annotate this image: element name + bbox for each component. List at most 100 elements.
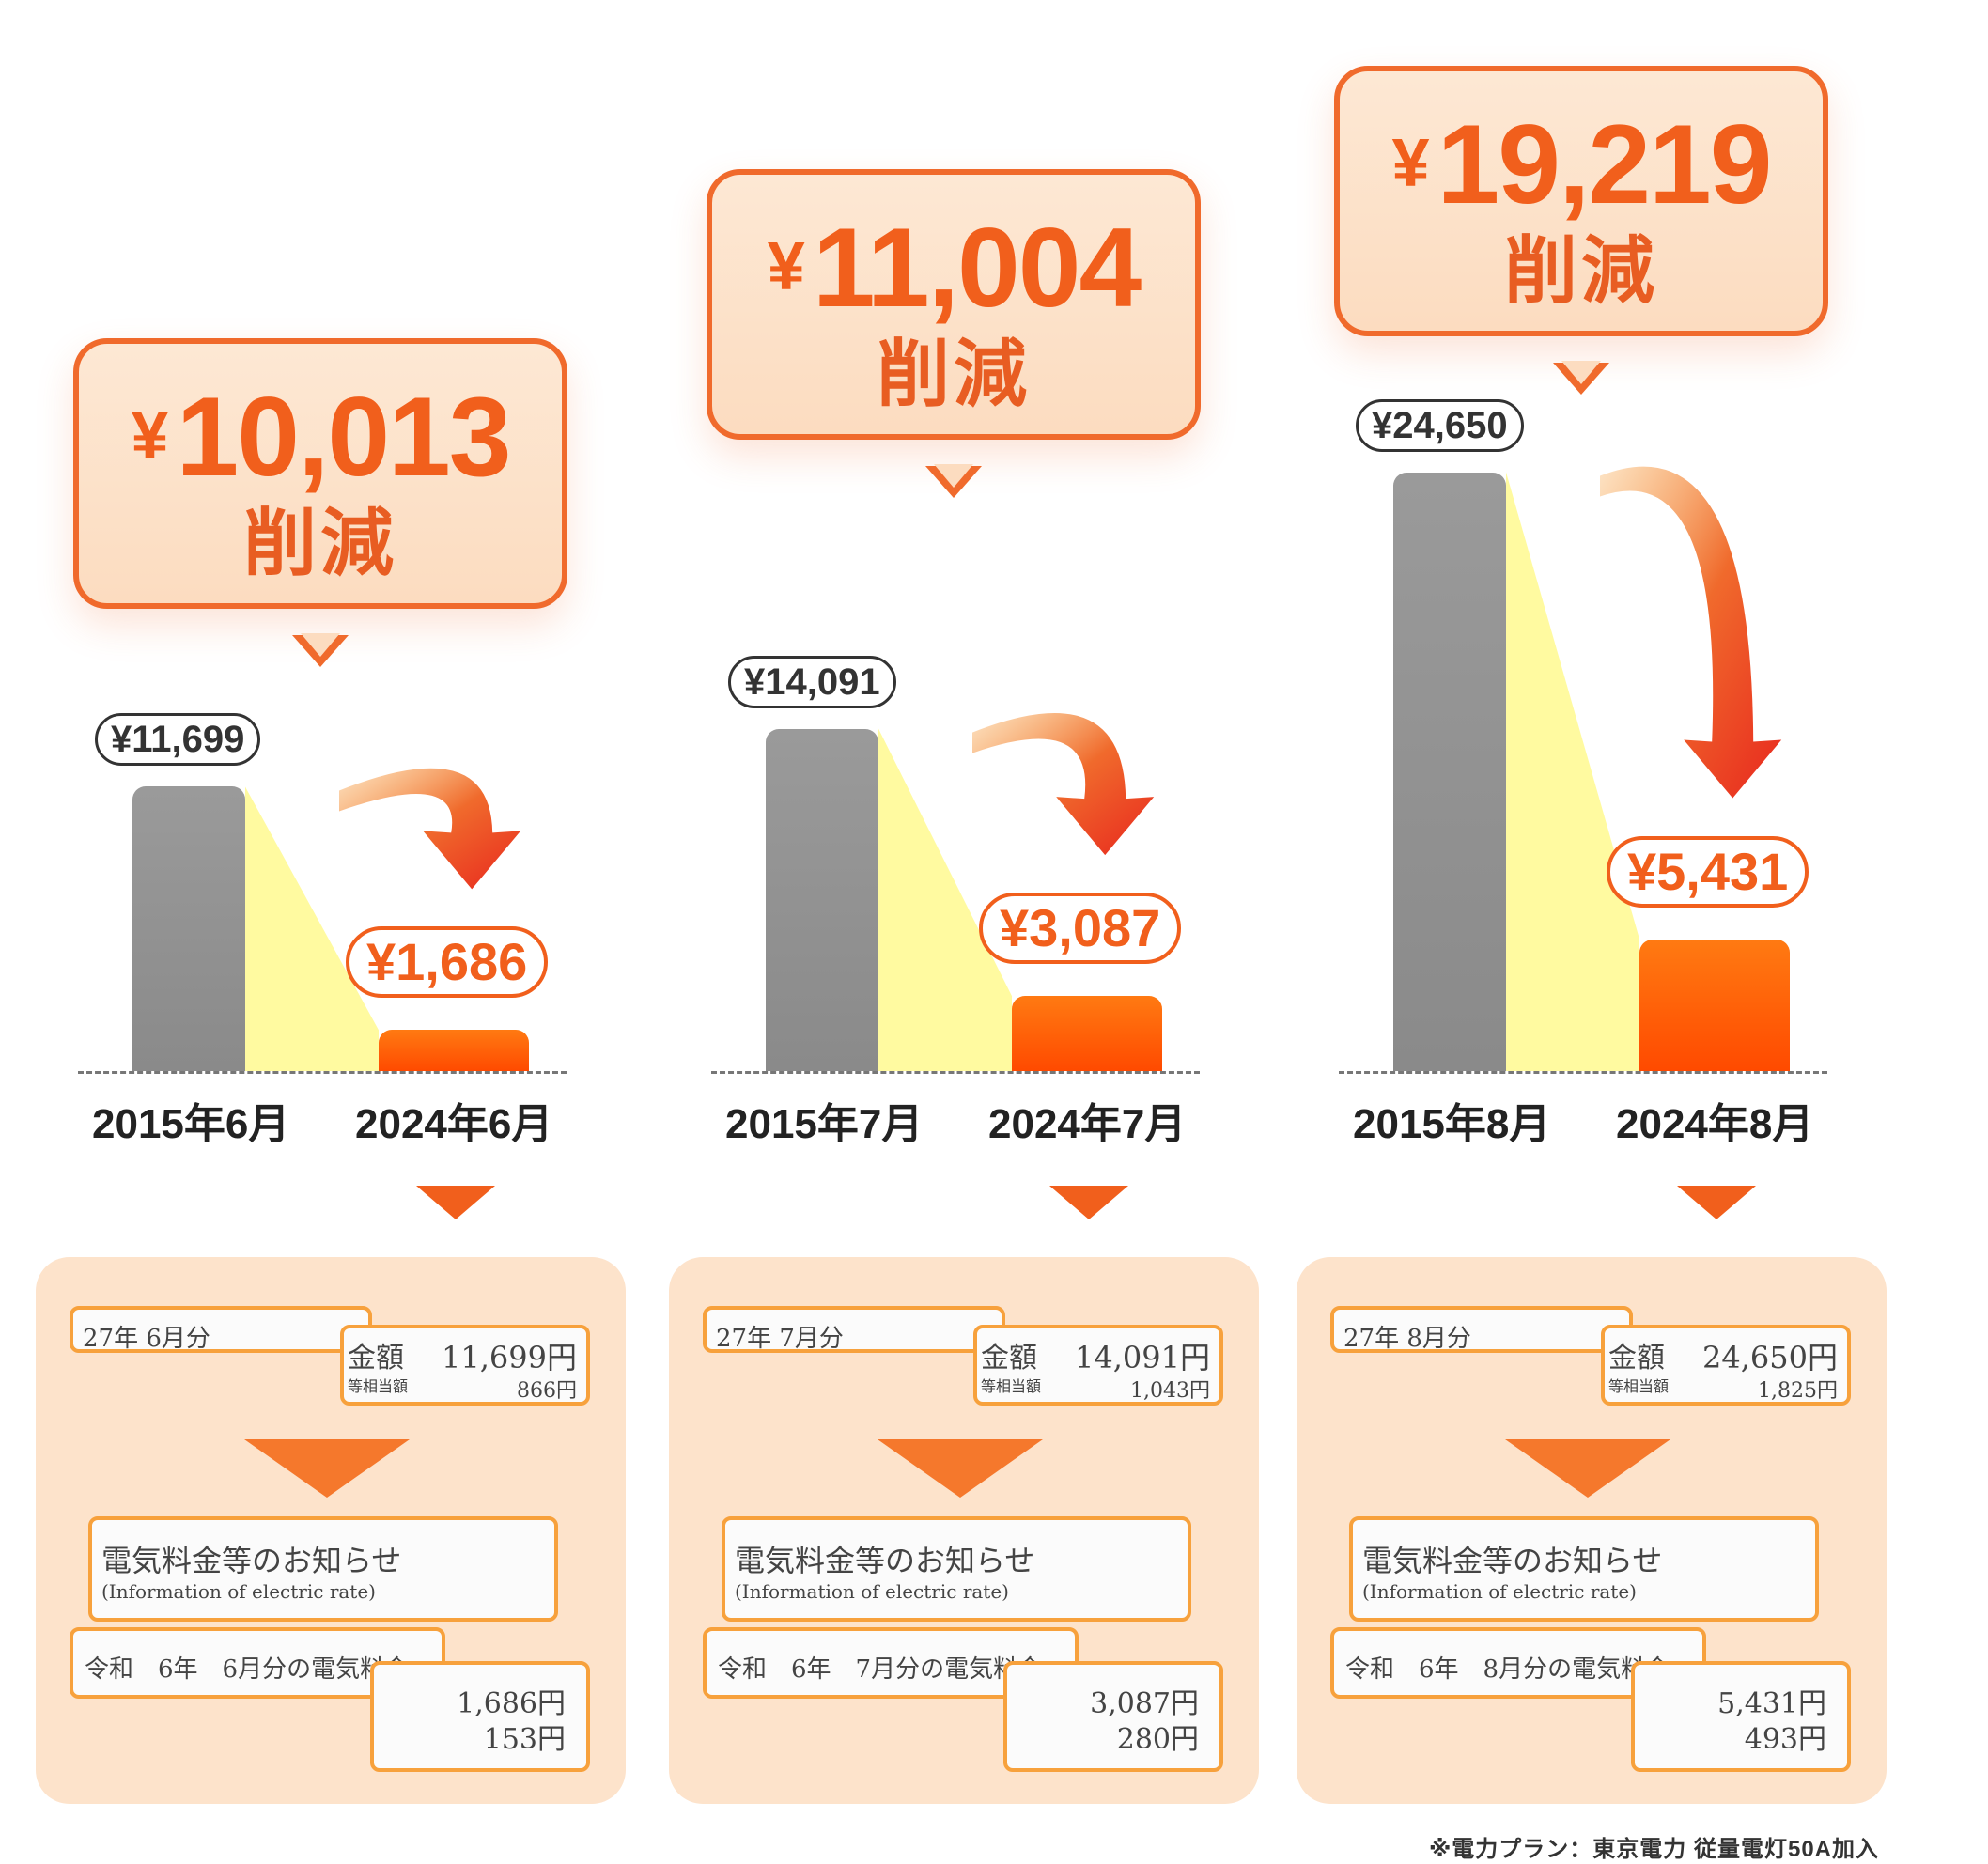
old-bill-header: 27年 7月分 — [703, 1306, 1005, 1353]
notice-period-text: 令和 6年 7月分の電気料金 — [718, 1655, 1043, 1684]
decrease-arrow-icon — [1600, 466, 1782, 799]
period-label: 2024年6月 — [355, 1101, 553, 1147]
period-label: 2015年7月 — [725, 1101, 924, 1147]
old-bill-sublabel: 等相当額 — [981, 1377, 1042, 1395]
baseline — [78, 1071, 567, 1074]
down-triangle-icon — [244, 1439, 410, 1498]
savings-label: 削減 — [242, 502, 397, 584]
new-bill-tax: 153円 — [483, 1723, 566, 1756]
old-bill-amount: 金額等相当額 14,091円 1,043円 — [973, 1325, 1223, 1406]
old-bill-total: 14,091円 — [1075, 1340, 1210, 1375]
notice-subtitle: (Information of electric rate) — [101, 1580, 376, 1603]
baseline — [711, 1071, 1200, 1074]
bar-2024 — [1012, 996, 1162, 1071]
new-bill-total: 5,431円 — [1717, 1687, 1826, 1720]
old-bill-header: 27年 6月分 — [70, 1306, 372, 1353]
decrease-arrow-icon — [339, 768, 521, 890]
bubble-tail-inner — [1561, 361, 1601, 384]
notice-subtitle: (Information of electric rate) — [735, 1580, 1009, 1603]
notice-title: 電気料金等のお知らせ — [101, 1543, 402, 1578]
down-triangle-icon — [1049, 1186, 1128, 1219]
notice-title: 電気料金等のお知らせ — [1362, 1543, 1663, 1578]
reduction-shade — [1506, 472, 1639, 1071]
old-bill-header: 27年 8月分 — [1330, 1306, 1633, 1353]
old-bill-date: 27年 7月分 — [716, 1325, 844, 1353]
bar-2024 — [1639, 939, 1790, 1071]
reduction-shade — [245, 786, 379, 1071]
receipt-card: 27年 6月分金額等相当額 11,699円 866円電気料金等のお知らせ(Infor… — [36, 1257, 626, 1804]
bar-2015 — [766, 728, 878, 1071]
savings-amount: ¥11,004 — [712, 210, 1195, 324]
old-bill-label: 金額 — [1608, 1342, 1665, 1375]
old-bill-sublabel: 等相当額 — [1608, 1377, 1670, 1395]
currency-symbol: ¥ — [131, 398, 168, 474]
baseline — [1339, 1071, 1827, 1074]
footnote: ※電力プラン：東京電力 従量電灯50A加入 — [1428, 1837, 1879, 1862]
notice-period: 令和 6年 7月分の電気料金 — [703, 1627, 1079, 1699]
period-label: 2015年8月 — [1353, 1101, 1551, 1147]
period-label: 2015年6月 — [92, 1101, 290, 1147]
period-label: 2024年7月 — [988, 1101, 1187, 1147]
currency-symbol: ¥ — [1391, 126, 1429, 201]
chart-decor — [1506, 466, 1782, 1071]
receipt-card: 27年 7月分金額等相当額 14,091円 1,043円電気料金等のお知らせ(Inf… — [669, 1257, 1259, 1804]
bar-2024 — [379, 1030, 529, 1071]
savings-value: 11,004 — [812, 205, 1142, 331]
notice-period-text: 令和 6年 8月分の電気料金 — [1345, 1655, 1670, 1684]
savings-value: 19,219 — [1437, 101, 1773, 227]
receipt-card: 27年 8月分金額等相当額 24,650円 1,825円電気料金等のお知らせ(Inf… — [1297, 1257, 1887, 1804]
old-bill-tax: 1,825円 — [1758, 1379, 1838, 1403]
old-bill-date: 27年 8月分 — [1343, 1325, 1471, 1353]
old-bill-label: 金額 — [981, 1342, 1037, 1375]
notice-box: 電気料金等のお知らせ(Information of electric rate) — [88, 1516, 558, 1622]
down-triangle-icon — [878, 1439, 1043, 1498]
old-bill-tax: 1,043円 — [1130, 1379, 1210, 1403]
decrease-arrow-icon — [972, 712, 1155, 856]
savings-value: 10,013 — [176, 374, 512, 500]
down-triangle-icon — [1505, 1439, 1670, 1498]
value-label-2024: ¥1,686 — [346, 926, 549, 999]
old-bill-total: 24,650円 — [1702, 1340, 1838, 1375]
value-label-2024: ¥3,087 — [979, 893, 1182, 965]
chart-decor — [878, 712, 1155, 1071]
new-bill-total: 3,087円 — [1090, 1687, 1199, 1720]
bubble-tail-inner — [934, 464, 973, 488]
value-label-2015: ¥11,699 — [95, 713, 261, 767]
old-bill-sublabel: 等相当額 — [348, 1377, 409, 1395]
notice-period-text: 令和 6年 6月分の電気料金 — [85, 1655, 410, 1684]
old-bill-date: 27年 6月分 — [83, 1325, 210, 1353]
old-bill-total: 11,699円 — [442, 1340, 577, 1375]
value-label-2015: ¥24,650 — [1356, 398, 1524, 452]
savings-amount: ¥10,013 — [79, 380, 562, 493]
bar-2015 — [132, 786, 245, 1071]
currency-symbol: ¥ — [767, 229, 805, 304]
bubble-tail-inner — [301, 633, 340, 657]
chart-decor — [245, 768, 521, 1071]
down-triangle-icon — [1677, 1186, 1756, 1219]
savings-label: 削減 — [1503, 229, 1658, 312]
old-bill-label: 金額 — [348, 1342, 404, 1375]
savings-label: 削減 — [876, 333, 1031, 415]
old-bill-tax: 866円 — [517, 1379, 577, 1403]
new-bill-tax: 280円 — [1116, 1723, 1199, 1756]
notice-subtitle: (Information of electric rate) — [1362, 1580, 1637, 1603]
notice-box: 電気料金等のお知らせ(Information of electric rate) — [722, 1516, 1191, 1622]
new-bill-total: 1,686円 — [457, 1687, 566, 1720]
notice-box: 電気料金等のお知らせ(Information of electric rate) — [1349, 1516, 1819, 1622]
down-triangle-icon — [416, 1186, 495, 1219]
bar-2015 — [1393, 472, 1506, 1071]
value-label-2024: ¥5,431 — [1607, 835, 1809, 908]
old-bill-amount: 金額等相当額 24,650円 1,825円 — [1601, 1325, 1851, 1406]
old-bill-amount: 金額等相当額 11,699円 866円 — [340, 1325, 590, 1406]
new-bill-tax: 493円 — [1744, 1723, 1826, 1756]
notice-title: 電気料金等のお知らせ — [735, 1543, 1035, 1578]
reduction-shade — [878, 728, 1012, 1071]
